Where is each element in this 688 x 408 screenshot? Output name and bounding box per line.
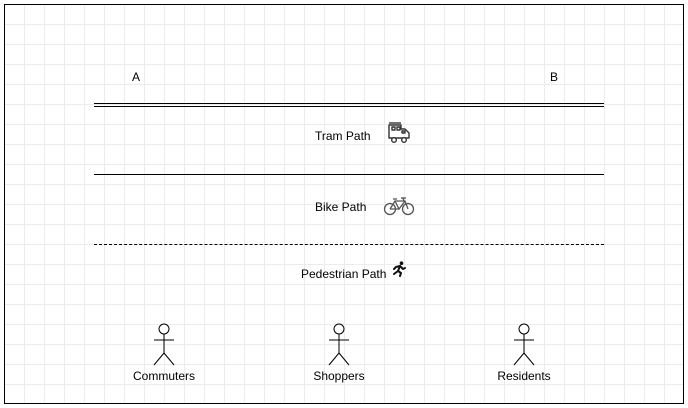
stick-figure-icon	[513, 323, 535, 366]
actor-commuters: Commuters	[119, 322, 209, 392]
bike-path-label: Bike Path	[315, 200, 367, 214]
actor-residents: Residents	[479, 322, 569, 392]
stick-figure-icon	[328, 323, 350, 366]
pedestrian-path-label: Pedestrian Path	[301, 267, 387, 281]
pedestrian-path-top-line	[94, 244, 604, 245]
actor-shoppers-label: Shoppers	[313, 369, 365, 383]
tram-icon	[388, 122, 410, 143]
actor-shoppers: Shoppers	[294, 322, 384, 392]
tram-path-top-line	[94, 103, 604, 104]
actor-commuters-label: Commuters	[132, 369, 195, 383]
stick-figure-icon	[153, 323, 175, 366]
tram-path-label: Tram Path	[315, 129, 371, 143]
bike-path-top-line	[94, 174, 604, 175]
tram-path-top-line-inner	[94, 106, 604, 107]
diagram-canvas: A B Tram Path Bike Path Pedestrian Pa	[4, 4, 684, 404]
actor-residents-label: Residents	[497, 369, 551, 383]
bicycle-icon	[383, 197, 415, 216]
point-b-label: B	[550, 70, 559, 84]
pedestrian-running-icon	[393, 261, 406, 277]
point-a-label: A	[132, 70, 141, 84]
